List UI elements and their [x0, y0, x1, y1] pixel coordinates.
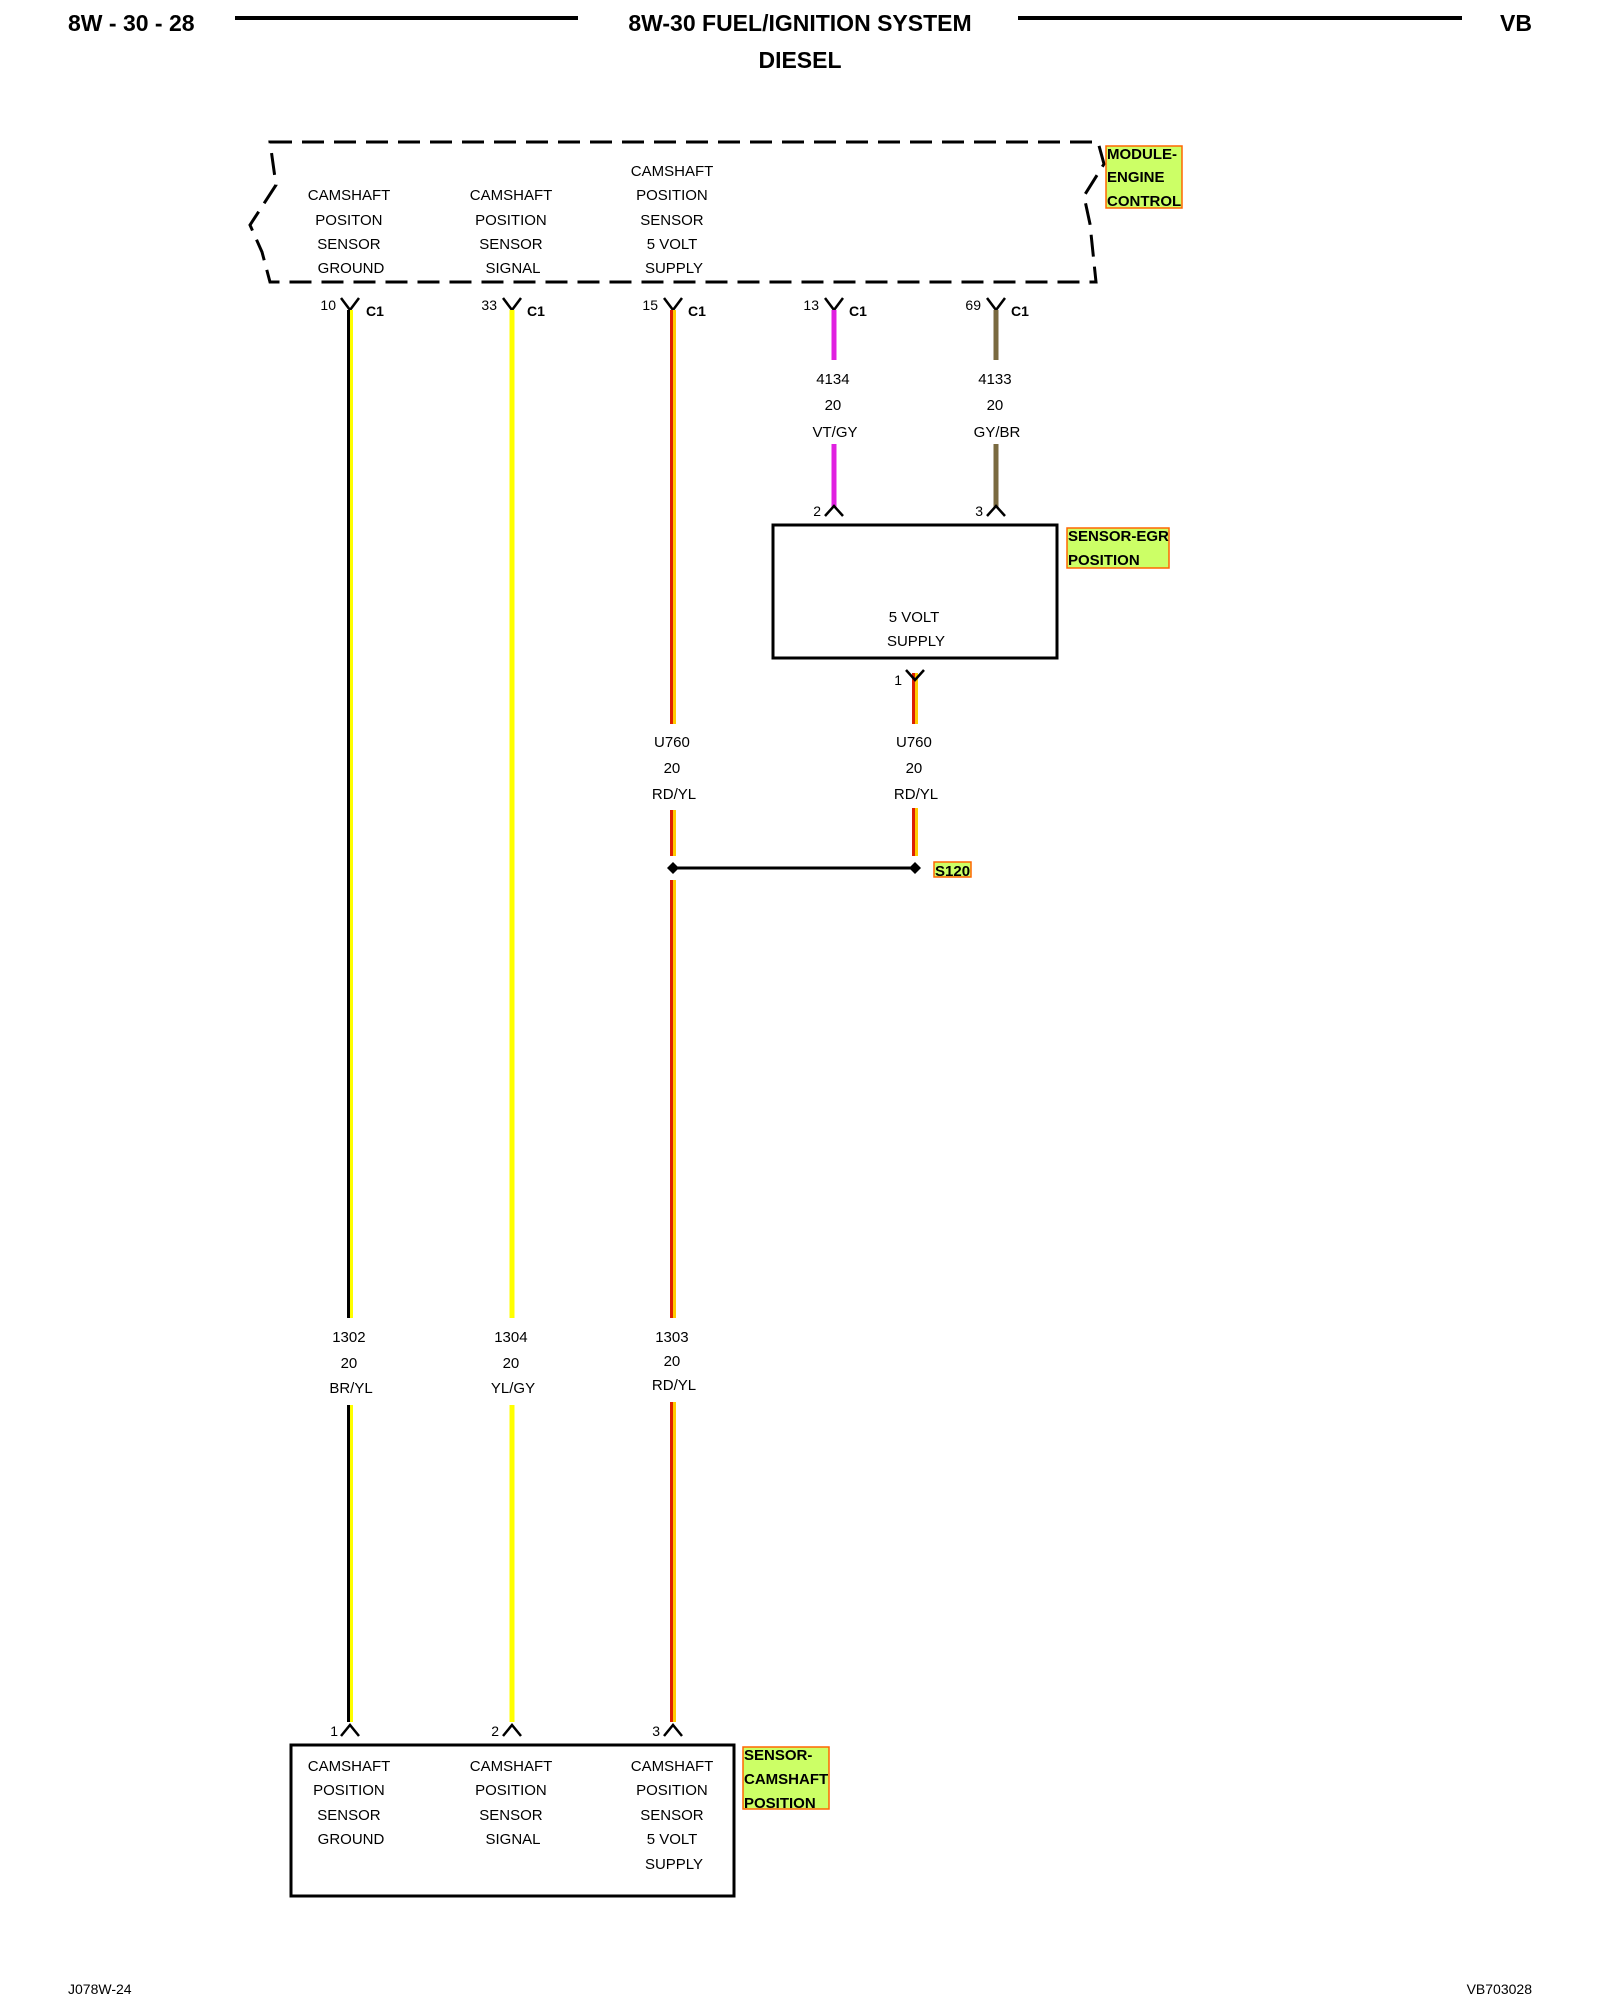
connector-id: C1: [366, 303, 384, 319]
wire-4133: 4133 20 GY/BR: [974, 310, 1021, 508]
wire-segment: [347, 310, 353, 1318]
egr-pin-3: 3: [975, 503, 1006, 519]
pin-fork-icon: [340, 1723, 360, 1737]
pin-number: 10: [320, 297, 336, 313]
wire-label-4134: 4134 20 VT/GY: [812, 371, 857, 441]
pin-fork-icon: [502, 297, 522, 313]
pin-fork-icon: [824, 297, 844, 313]
wire-label-4133: 4133 20 GY/BR: [974, 371, 1021, 441]
wire-segment: [347, 1405, 353, 1722]
wire-segment: [670, 880, 676, 1318]
page-subtitle: DIESEL: [758, 47, 841, 73]
page-title: 8W-30 FUEL/IGNITION SYSTEM: [628, 10, 971, 36]
cam-tag-text: SENSOR- CAMSHAFT POSITION: [744, 1747, 832, 1812]
splice-tag-box: [933, 861, 972, 878]
cam-pin-label-ground: CAMSHAFT POSITION SENSOR GROUND: [308, 1758, 394, 1848]
camshaft-position-sensor: 1 2 3 CAMSHAFT POSITION SENSOR GROUND CA…: [289, 1723, 832, 1898]
cam-component-tag: SENSOR- CAMSHAFT POSITION: [742, 1746, 832, 1812]
pin-number: 33: [481, 297, 497, 313]
wire-label-1302: 1302 20 BR/YL: [329, 1329, 372, 1397]
pin-number: 1: [894, 672, 902, 688]
connector-id: C1: [527, 303, 545, 319]
ecm-pin-label-supply: CAMSHAFT POSITION SENSOR 5 VOLT SUPPLY: [631, 163, 717, 277]
pin-number: 3: [975, 503, 983, 519]
pin-number: 2: [813, 503, 821, 519]
model-code: VB: [1500, 10, 1532, 36]
cam-pin-label-signal: CAMSHAFT POSITION SENSOR SIGNAL: [470, 1758, 556, 1848]
splice-dot-icon: [667, 862, 679, 874]
engine-control-module: CAMSHAFT POSITON SENSOR GROUND CAMSHAFT …: [248, 140, 1183, 284]
wire-u760-ecm: U760 20 RD/YL: [652, 310, 696, 856]
cam-pin-1: 1: [330, 1723, 360, 1739]
splice-tag-text: S120: [935, 863, 970, 880]
pin-number: 2: [491, 1723, 499, 1739]
footer-right-code: VB703028: [1467, 1981, 1533, 1997]
wire-label-1303: 1303 20 RD/YL: [652, 1329, 696, 1394]
pin-fork-icon: [502, 1723, 522, 1737]
pin-number: 1: [330, 1723, 338, 1739]
cam-pin-label-supply: CAMSHAFT POSITION SENSOR 5 VOLT SUPPLY: [631, 1758, 717, 1873]
pin-number: 3: [652, 1723, 660, 1739]
pin-fork-icon: [340, 297, 360, 313]
connector-id: C1: [688, 303, 706, 319]
wire-1303: 1303 20 RD/YL: [652, 880, 696, 1722]
egr-tag-text: SENSOR-EGR POSITION: [1068, 528, 1173, 569]
page-code: 8W - 30 - 28: [68, 10, 195, 36]
pin-fork-icon: [663, 1723, 683, 1737]
wire-1304: 1304 20 YL/GY: [491, 310, 535, 1722]
egr-sensor-box: [771, 523, 1059, 660]
splice-dot-icon: [909, 862, 921, 874]
cam-tag-box: [742, 1746, 830, 1810]
pin-fork-icon: [824, 504, 844, 517]
egr-pin-2: 2: [813, 503, 844, 519]
ecm-tag-box: [1105, 145, 1183, 209]
ecm-pins: 10 C1 33 C1 15 C1 13 C1 69 C1: [320, 297, 1029, 319]
wire-segment: [670, 810, 676, 856]
wire-segment: [912, 808, 918, 856]
wire-segment: [670, 310, 676, 724]
wire-segment: [670, 1402, 676, 1722]
pin-number: 69: [965, 297, 981, 313]
pin-fork-icon: [905, 669, 925, 682]
page-header: 8W - 30 - 28 8W-30 FUEL/IGNITION SYSTEM …: [68, 10, 1532, 73]
ecm-pin-13: 13 C1: [803, 297, 867, 319]
cam-sensor-box: [289, 1743, 736, 1898]
wire-4134: 4134 20 VT/GY: [812, 310, 858, 508]
wire-segment: [912, 673, 918, 724]
ecm-outline: [248, 140, 1106, 284]
egr-component-tag: SENSOR-EGR POSITION: [1066, 527, 1173, 569]
splice-s120: S120: [667, 861, 972, 880]
pin-number: 13: [803, 297, 819, 313]
cam-pin-3: 3: [652, 1723, 683, 1739]
wire-1302: 1302 20 BR/YL: [329, 310, 373, 1722]
wire-label-u760-egr: U760 20 RD/YL: [894, 734, 938, 803]
pin-fork-icon: [986, 504, 1006, 517]
ecm-pin-33: 33 C1: [481, 297, 545, 319]
connector-id: C1: [1011, 303, 1029, 319]
wire-u760-egr: U760 20 RD/YL: [894, 673, 938, 856]
pin-fork-icon: [986, 297, 1006, 313]
cam-pin-2: 2: [491, 1723, 522, 1739]
ecm-tag-text: MODULE- ENGINE CONTROL: [1107, 146, 1181, 210]
ecm-component-tag: MODULE- ENGINE CONTROL: [1105, 145, 1183, 210]
pin-number: 15: [642, 297, 658, 313]
page-footer: J078W-24 VB703028: [68, 1981, 1532, 1997]
pin-fork-icon: [663, 297, 683, 313]
wire-label-u760-ecm: U760 20 RD/YL: [652, 734, 696, 803]
connector-id: C1: [849, 303, 867, 319]
egr-pin-1: 1: [894, 669, 925, 688]
egr-internal-label: 5 VOLT SUPPLY: [887, 609, 945, 650]
egr-position-sensor: 2 3 5 VOLT SUPPLY 1 SENSOR-EGR POSITION: [771, 503, 1173, 688]
footer-left-code: J078W-24: [68, 1981, 132, 1997]
wire-label-1304: 1304 20 YL/GY: [491, 1329, 535, 1397]
ecm-pin-label-signal: CAMSHAFT POSITION SENSOR SIGNAL: [470, 187, 556, 277]
egr-tag-box: [1066, 527, 1170, 569]
ecm-pin-label-ground: CAMSHAFT POSITON SENSOR GROUND: [308, 187, 394, 277]
